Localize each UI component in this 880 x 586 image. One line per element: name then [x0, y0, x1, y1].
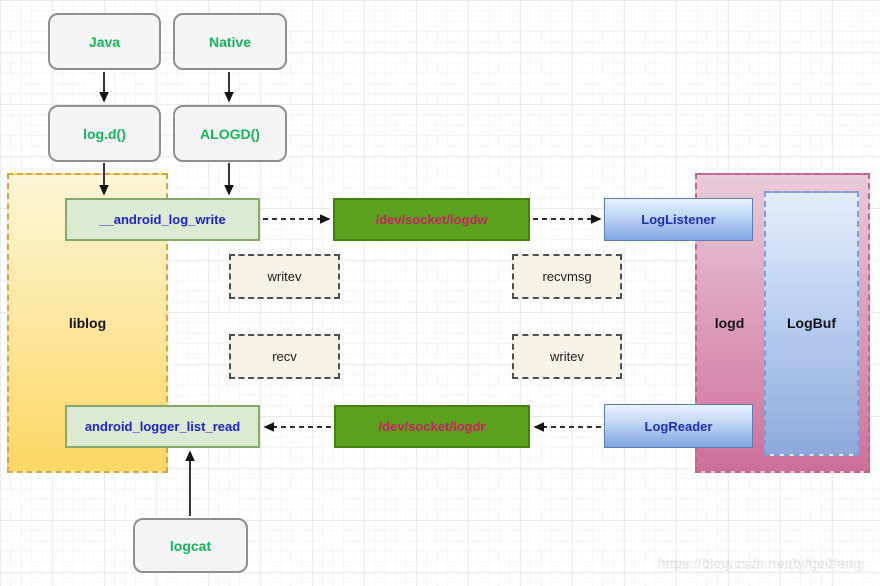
node-socket-logdw: /dev/socket/logdw — [333, 198, 530, 241]
node-recvmsg: recvmsg — [512, 254, 622, 299]
node-socket-logdr: /dev/socket/logdr — [334, 405, 530, 448]
node-logreader: LogReader — [604, 404, 753, 448]
region-logd-label: logd — [714, 315, 745, 331]
node-recv: recv — [229, 334, 340, 379]
node-native: Native — [173, 13, 287, 70]
node-writev-top: writev — [229, 254, 340, 299]
node-writev-bottom: writev — [512, 334, 622, 379]
region-logbuf-label: LogBuf — [787, 315, 836, 331]
node-log-d: log.d() — [48, 105, 161, 162]
watermark: https://blog.csdn.net/tyfge0feng — [658, 556, 862, 571]
node-logcat: logcat — [133, 518, 248, 573]
region-liblog-label: liblog — [68, 315, 107, 331]
node-java: Java — [48, 13, 161, 70]
node-loglistener: LogListener — [604, 198, 753, 241]
region-logbuf — [764, 191, 859, 456]
node-android-logger-list-read: android_logger_list_read — [65, 405, 260, 448]
node-android-log-write: __android_log_write — [65, 198, 260, 241]
node-alogd: ALOGD() — [173, 105, 287, 162]
